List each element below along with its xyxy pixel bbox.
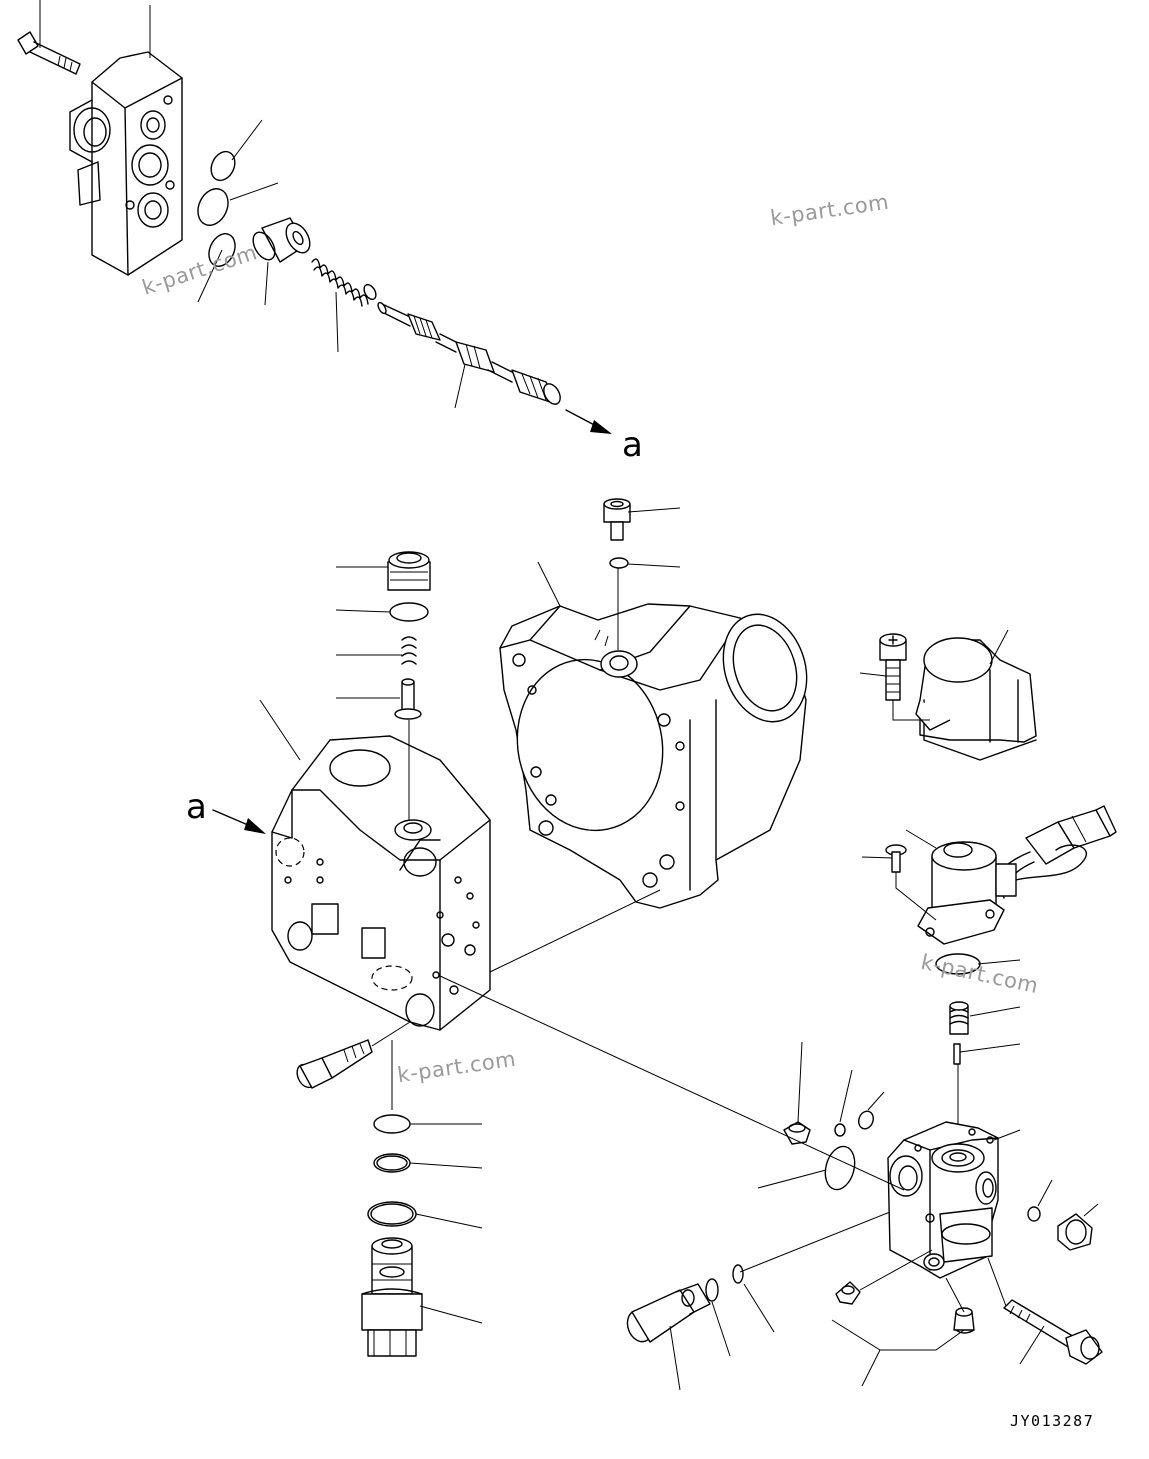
right-valve-stack	[935, 953, 981, 1136]
connector-solenoid	[915, 637, 1037, 761]
view-a-arrow-left	[212, 809, 266, 834]
upper-spring	[311, 258, 377, 307]
solenoid-small-screw	[885, 844, 937, 921]
upper-valve-body	[69, 51, 183, 276]
assembly-lines	[439, 889, 1007, 1313]
upper-spool	[377, 301, 561, 405]
housing-top-screw	[603, 498, 631, 650]
control-block-bolt	[296, 1021, 411, 1089]
proportional-solenoid	[917, 841, 1087, 945]
lower-plug	[626, 1264, 744, 1343]
spool-sleeve	[252, 217, 311, 263]
right-valve-fittings	[783, 1110, 1093, 1334]
upper-leader-lines	[39, 0, 467, 409]
right-long-bolt	[1003, 1299, 1103, 1365]
control-block	[271, 735, 491, 1031]
solenoid-screw	[879, 633, 930, 721]
upper-o-rings	[197, 150, 236, 267]
view-a-arrow-upper	[565, 409, 612, 434]
upper-bolt	[17, 31, 81, 75]
control-lower-stack	[361, 1040, 423, 1357]
view-reference-left: a	[186, 787, 207, 827]
right-valve-body	[887, 1121, 999, 1279]
control-plug-stack	[387, 551, 431, 820]
drawing-number: JY013287	[1010, 1412, 1095, 1430]
leader-lines	[259, 507, 1099, 1391]
view-reference-upper: a	[622, 425, 643, 465]
pump-housing	[499, 603, 808, 909]
